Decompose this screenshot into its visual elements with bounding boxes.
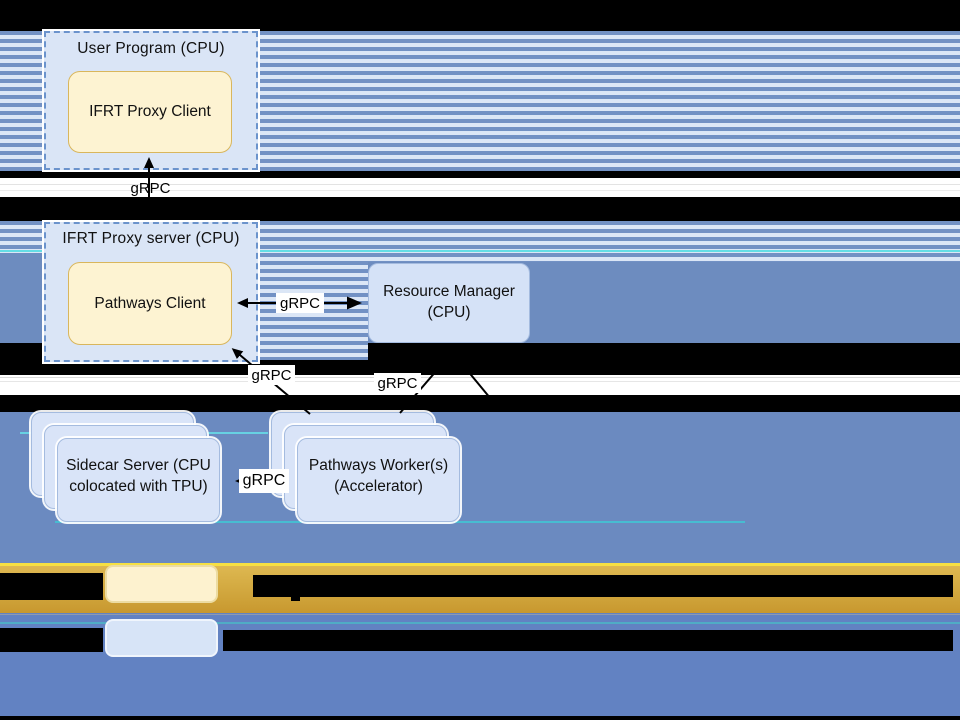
redacted-text-bar [291,595,300,601]
node-pathways-client: Pathways Client [68,262,232,345]
stripe-column [258,221,368,360]
node-user-program-label: User Program (CPU) [77,40,225,57]
node-ifrt-proxy-client-label: IFRT Proxy Client [89,103,211,120]
gold-highlight-line [0,563,960,566]
faint-line [0,184,960,185]
grpc-label-workers-rm: gRPC [374,373,421,393]
node-resource-manager: Resource Manager (CPU) [368,263,530,343]
top-black-band [0,0,960,31]
cyan-artifact-line [0,622,960,624]
node-pathways-workers: Pathways Worker(s) (Accelerator) [297,438,460,522]
faint-line [0,381,960,382]
redacted-text-bar [263,644,272,651]
grpc-label-sidecar-workers: gRPC [239,469,289,493]
white-band-2 [0,375,960,395]
workers-line2: (Accelerator) [334,478,423,495]
cyan-artifact-line [55,521,745,523]
grpc-label-rm-pathways: gRPC [276,293,324,313]
black-band-1 [0,171,960,178]
redacted-text-bar [253,575,953,597]
resource-manager-line2: (CPU) [427,304,471,321]
redacted-text-bar [0,573,103,600]
faint-line [0,190,960,191]
faint-line [0,377,960,378]
redacted-text-bar [223,630,953,651]
node-ifrt-proxy-client: IFRT Proxy Client [68,71,232,153]
node-sidecar-server-label: Sidecar Server (CPU colocated with TPU) [58,455,219,497]
grpc-label-workers-client: gRPC [248,365,295,385]
cyan-artifact-line [0,250,960,252]
black-band-4 [0,395,960,412]
node-pathways-workers-label: Pathways Worker(s) (Accelerator) [298,455,459,497]
node-ifrt-proxy-server-label: IFRT Proxy server (CPU) [62,230,240,247]
sidecar-line1: Sidecar Server (CPU [66,457,211,474]
legend-yellow-swatch [105,565,218,603]
resource-manager-line1: Resource Manager [383,283,515,300]
solid-blue-left [0,253,44,343]
node-resource-manager-label: Resource Manager (CPU) [369,281,529,323]
white-band-1 [0,178,960,197]
node-sidecar-server: Sidecar Server (CPU colocated with TPU) [57,438,220,522]
redacted-text-bar [0,628,103,652]
legend-blue-swatch [105,619,218,657]
node-pathways-client-label: Pathways Client [94,294,206,312]
stripe-band-right [368,221,960,262]
workers-line1: Pathways Worker(s) [308,457,449,474]
bottom-black-band [0,716,960,720]
black-band-2 [0,197,960,221]
sidecar-line2: colocated with TPU) [69,478,208,495]
grpc-label-client: gRPC [130,180,171,197]
gray-divider-line [0,614,960,615]
